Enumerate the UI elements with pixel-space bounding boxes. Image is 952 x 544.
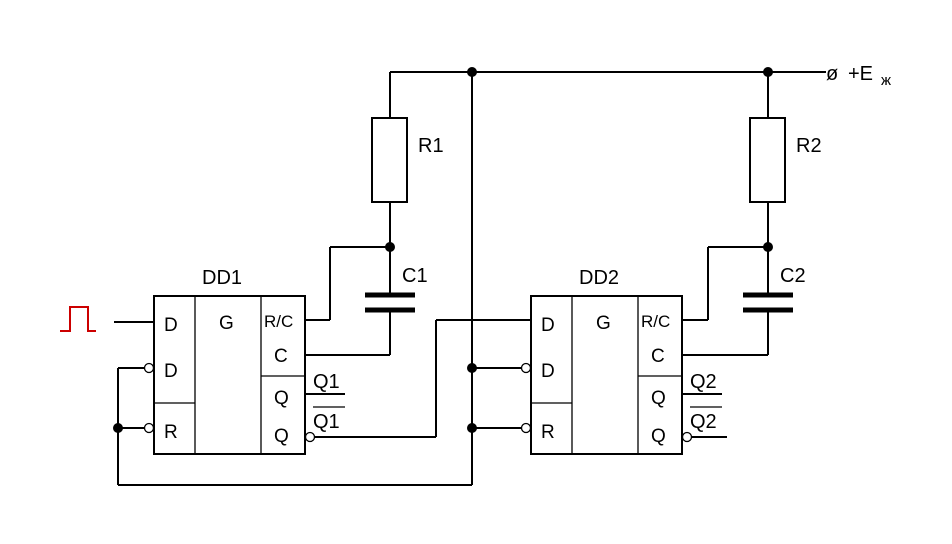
chip-dd1-label: DD1: [202, 267, 242, 289]
output-q1-bar-label: Q1: [313, 411, 340, 433]
dd1-pin-rc: R/C: [264, 312, 293, 331]
dd2-pin-d2: D: [541, 361, 555, 382]
dd2-pin-g: G: [596, 313, 611, 334]
dd2-pin-c: C: [651, 346, 665, 367]
junction-rail-bus: [467, 67, 477, 77]
dd2-pin-d1: D: [541, 315, 555, 336]
dd2-pin-rc: R/C: [641, 312, 670, 331]
dd1-r-inversion: [143, 422, 155, 434]
dd2-pin-q: Q: [651, 388, 666, 409]
dd2-pin-q-bar: Q: [651, 426, 666, 447]
dd1-pin-c: C: [274, 346, 288, 367]
power-label: +E: [848, 63, 873, 85]
capacitor-c1-label: C1: [402, 265, 428, 287]
output-q2-label: Q2: [690, 371, 717, 393]
resistor-r2-label: R2: [796, 135, 822, 157]
chip-dd2-label: DD2: [579, 267, 619, 289]
input-pulse-icon: [60, 306, 96, 332]
capacitor-c2-label: C2: [780, 265, 806, 287]
resistor-r1: [371, 117, 408, 203]
power-terminal-symbol: ø: [826, 63, 838, 85]
dd1-pin-d1: D: [164, 315, 178, 336]
junction-bus-d2: [467, 363, 477, 373]
dd1-pin-g: G: [219, 313, 234, 334]
output-q2-bar-label: Q2: [690, 411, 717, 433]
chip-dd1: [153, 295, 306, 455]
chip-dd2: [530, 295, 683, 455]
dd2-r-inversion: [520, 422, 532, 434]
dd2-pin-r: R: [541, 422, 555, 443]
dd2-q-bar-inversion: [681, 431, 693, 443]
dd2-d2-inversion: [520, 362, 532, 374]
dd1-pin-q: Q: [274, 388, 289, 409]
dd1-pin-r: R: [164, 422, 178, 443]
output-q1-label: Q1: [313, 371, 340, 393]
power-label-subscript: ж: [881, 72, 891, 89]
resistor-r2: [749, 117, 786, 203]
dd1-pin-q-bar: Q: [274, 426, 289, 447]
junction-bus-r: [467, 423, 477, 433]
dd1-pin-d2: D: [164, 361, 178, 382]
dd1-q-bar-inversion: [304, 431, 316, 443]
junction-dd1-reset: [113, 423, 123, 433]
dd1-d2-inversion: [143, 362, 155, 374]
resistor-r1-label: R1: [418, 135, 444, 157]
